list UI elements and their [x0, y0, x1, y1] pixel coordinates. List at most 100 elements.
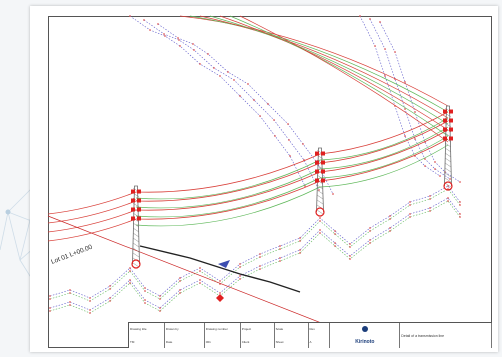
survey-point [89, 297, 91, 299]
survey-point [179, 277, 181, 279]
tower-bracing [132, 192, 140, 198]
survey-point [459, 216, 461, 218]
survey-point [144, 287, 146, 289]
survey-point [144, 299, 146, 301]
conductor-line [135, 171, 321, 211]
insulator-icon [131, 207, 135, 212]
watermark-node-icon [5, 209, 11, 215]
survey-point [394, 51, 396, 53]
clearance-line [189, 15, 449, 113]
tower-bracing [444, 182, 452, 188]
tower-bracing [444, 172, 452, 178]
survey-point [334, 233, 336, 235]
tower-bracing [132, 212, 140, 218]
ground-profile [379, 21, 461, 183]
survey-point [273, 119, 275, 121]
survey-point [439, 175, 441, 177]
insulator-icon [449, 118, 453, 123]
title-block-text: 001 [205, 339, 211, 344]
insulator-icon [137, 189, 141, 194]
insulator-icon [315, 151, 319, 156]
survey-point [384, 75, 386, 77]
lattice-tower [444, 105, 452, 187]
clearance-line [135, 186, 321, 227]
survey-point [199, 63, 201, 65]
survey-point [179, 280, 181, 282]
conductor-line [135, 162, 321, 202]
insulator-icon [443, 136, 447, 141]
road-marker-icon [218, 260, 230, 268]
title-block-text: Drawing title [130, 327, 147, 332]
conductor-line [179, 15, 449, 107]
clearance-line [319, 144, 449, 188]
clearance-line [209, 15, 449, 125]
survey-point [109, 300, 111, 302]
survey-point [389, 218, 391, 220]
survey-point [349, 255, 351, 257]
survey-point [159, 310, 161, 312]
survey-point [369, 239, 371, 241]
survey-point [409, 216, 411, 218]
survey-point [109, 297, 111, 299]
ground-profile [359, 15, 441, 177]
ground-profile [49, 188, 461, 302]
insulator-icon [315, 169, 319, 174]
insulator-icon [443, 127, 447, 132]
survey-point [429, 198, 431, 200]
insulator-icon [137, 207, 141, 212]
survey-point [239, 278, 241, 280]
survey-point [349, 258, 351, 260]
survey-point [267, 103, 269, 105]
clearance-line [319, 135, 449, 179]
survey-point [404, 135, 406, 137]
ground-profile [129, 15, 306, 187]
survey-point [179, 45, 181, 47]
clearance-line [135, 168, 321, 209]
survey-point [389, 230, 391, 232]
survey-point [49, 310, 51, 312]
conductor-line [47, 209, 137, 233]
survey-point [129, 267, 131, 269]
ground-profile [49, 185, 461, 299]
survey-point [287, 123, 289, 125]
survey-point [143, 19, 145, 21]
logo-text: Kirinoto [355, 339, 375, 346]
insulator-icon [137, 198, 141, 203]
survey-point [279, 260, 281, 262]
survey-point [299, 237, 301, 239]
tower-bracing [132, 252, 140, 258]
survey-point [89, 300, 91, 302]
ground-profile [49, 200, 461, 314]
insulator-icon [131, 198, 135, 203]
survey-point [207, 53, 209, 55]
survey-point [213, 67, 215, 69]
survey-point [69, 304, 71, 306]
tower-bracing [444, 112, 452, 118]
insulator-icon [131, 189, 135, 194]
tower-base-icon [443, 181, 453, 191]
insulator-icon [315, 178, 319, 183]
survey-point [179, 289, 181, 291]
survey-point [239, 263, 241, 265]
tower-bracing [444, 132, 452, 138]
insulator-icon [315, 160, 319, 165]
survey-point [199, 282, 201, 284]
survey-point [369, 242, 371, 244]
title-block-text: Scale [275, 327, 284, 332]
tower-bracing [444, 167, 452, 173]
survey-point [319, 217, 321, 219]
survey-point [334, 245, 336, 247]
tower-bracing [316, 199, 324, 205]
survey-point [334, 230, 336, 232]
tower-bracing [444, 152, 452, 158]
survey-point [239, 266, 241, 268]
survey-point [459, 204, 461, 206]
survey-point [177, 37, 179, 39]
survey-point [447, 197, 449, 199]
insulator-icon [449, 127, 453, 132]
conductor-line [47, 200, 137, 224]
survey-point [159, 298, 161, 300]
